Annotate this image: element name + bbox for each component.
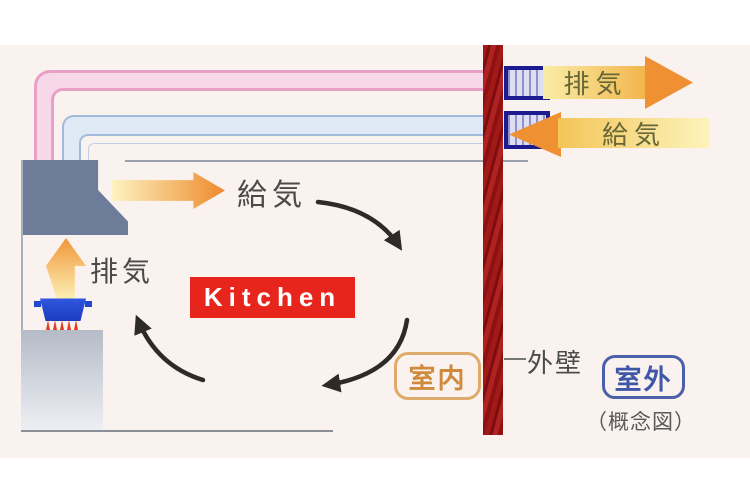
supply-room-label: 給気 <box>237 179 307 212</box>
stove-counter <box>21 330 103 430</box>
concept-note-label: （概念図） <box>586 411 696 434</box>
pot-handle-left <box>34 301 41 307</box>
exhaust-out-label: 排気 <box>563 69 628 99</box>
flame-icon <box>46 320 82 330</box>
supply-in-label: 給気 <box>601 119 666 150</box>
exhaust-hood-label: 排気 <box>90 256 155 287</box>
supply-in-arrow-band: 給気 <box>558 118 710 150</box>
kitchen-badge: Kitchen <box>190 277 355 318</box>
indoor-badge: 室内 <box>394 352 481 400</box>
pot-handle-right <box>85 301 92 307</box>
floor-line <box>21 430 333 432</box>
left-wall-line <box>21 160 23 432</box>
wall-pointer-line <box>504 358 526 360</box>
outdoor-badge: 室外 <box>602 355 685 399</box>
ceiling-line <box>125 160 528 162</box>
pot-icon <box>40 298 86 321</box>
supply-duct-pipe-inner-line <box>88 143 485 166</box>
exhaust-out-arrow-band: 排気 <box>543 66 648 99</box>
exterior-wall-label: 外壁 <box>527 348 584 378</box>
exterior-wall <box>483 45 503 435</box>
